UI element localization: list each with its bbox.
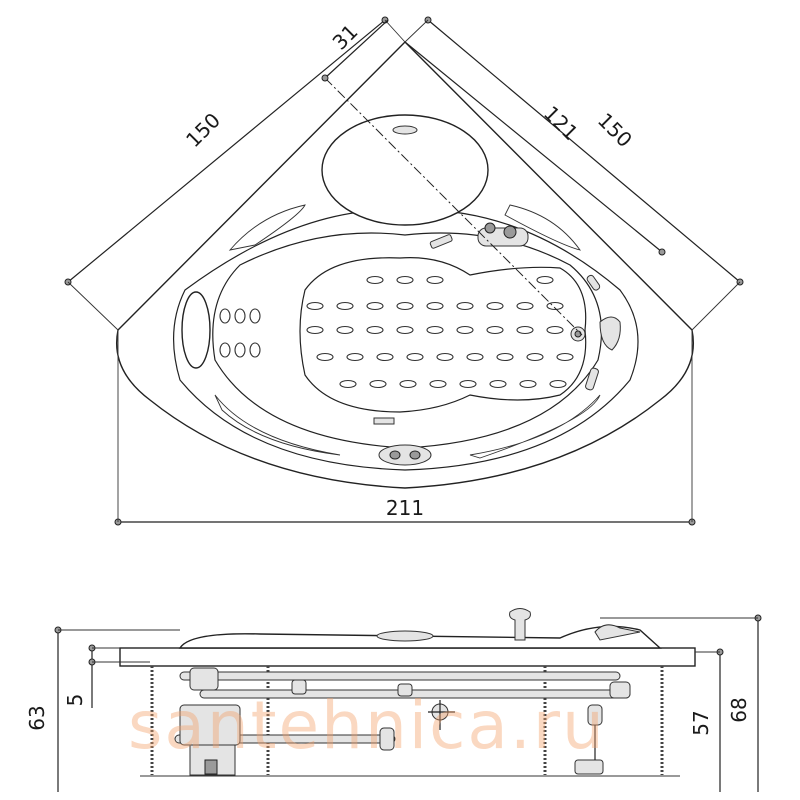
air-hole [406,352,424,362]
air-hole [399,379,417,389]
watermark: santehnica.ru [128,687,606,764]
air-hole [396,325,414,335]
air-hole [336,325,354,335]
air-hole [456,301,474,311]
headrest-drain-icon [392,125,418,135]
dim-label-63: 63 [25,705,49,730]
jet-nozzle [219,342,231,358]
jet-nozzle [234,308,246,324]
air-hole [459,379,477,389]
air-hole [426,275,444,285]
air-hole [426,325,444,335]
air-hole [306,301,324,311]
lower-left-armrest [214,394,341,456]
air-hole [366,325,384,335]
air-hole [436,352,454,362]
dim-label-68: 68 [727,697,751,722]
air-hole [489,379,507,389]
dim-label-31: 31 [328,20,363,55]
seat-panel [299,257,587,413]
air-hole [339,379,357,389]
support-legs [140,666,680,777]
dim-label-121: 121 [539,101,583,145]
air-hole [316,352,334,362]
small-cover-icon [373,417,395,425]
air-hole [519,379,537,389]
air-hole [336,301,354,311]
air-hole [486,301,504,311]
air-hole [396,275,414,285]
hydromassage-jets [219,308,261,358]
air-hole [546,325,564,335]
control-panel-icon [378,444,432,466]
air-hole [456,325,474,335]
air-hole [516,325,534,335]
air-hole [526,352,544,362]
siphon-drain-icon [574,704,604,775]
air-hole [369,379,387,389]
lower-right-armrest [469,394,601,459]
headrest-side [376,630,434,642]
air-hole [366,275,384,285]
tub-rim-side [119,647,696,667]
handle-side-icon [594,624,641,641]
dim-label-211: 211 [386,496,424,520]
air-hole [486,325,504,335]
back-cushion [181,291,211,369]
dim-line-150-right [427,19,741,283]
air-hole [366,301,384,311]
air-hole [396,301,414,311]
air-hole [466,352,484,362]
dim-line-150-left [67,19,386,283]
air-hole [376,352,394,362]
seat-axis-line [324,77,583,336]
jet-nozzle [234,342,246,358]
jet-nozzle [249,342,261,358]
right-upper-insert [586,274,601,291]
dim-line-121 [404,41,663,253]
tub-outline-top [116,41,694,489]
air-hole [516,301,534,311]
faucet-side-icon [509,608,531,641]
dim-label-5: 5 [63,694,87,707]
air-hole [556,352,574,362]
air-hole [549,379,567,389]
dim-line-31 [324,19,389,79]
right-side-insert [585,367,599,391]
dim-label-57: 57 [689,710,713,735]
air-hole [346,352,364,362]
jet-nozzle [219,308,231,324]
mixer-faucet-icon [429,222,529,249]
dim-label-150-left: 150 [181,108,225,152]
left-armrest [228,204,306,251]
dim-label-150-right: 150 [593,108,637,152]
air-hole [496,352,514,362]
air-hole [306,325,324,335]
right-handle-icon [599,316,621,351]
valve-icon [428,700,455,730]
jet-nozzle [249,308,261,324]
headrest-pillow [321,114,489,226]
air-hole [426,301,444,311]
side-view: santehnica.ru 63 5 57 68 [25,608,762,792]
air-hole [536,275,554,285]
air-hole [429,379,447,389]
top-view: 150 31 121 150 211 [64,16,744,526]
air-jet-holes [306,275,574,389]
right-armrest [504,204,582,251]
pump-motor-icon [179,704,241,776]
drain-icon [570,326,586,342]
